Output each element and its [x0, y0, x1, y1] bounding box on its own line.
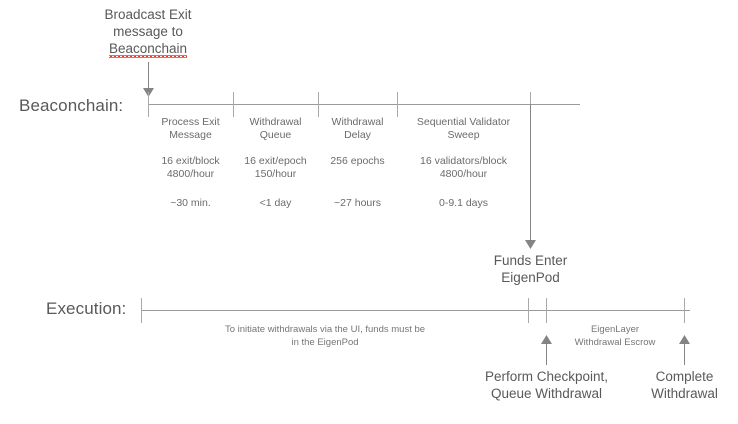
- broadcast-arrow-shaft: [148, 62, 149, 91]
- phase-3-duration: 0-9.1 days: [438, 197, 489, 209]
- funds-enter-arrow-shaft: [530, 104, 531, 244]
- complete-withdrawal-line2: Withdrawal: [651, 386, 718, 401]
- phase-2-rate-line1: 256 epochs: [330, 155, 385, 167]
- execution-row-label: Execution:: [46, 299, 127, 318]
- execution-tick-checkpoint-b: [546, 298, 547, 323]
- phase-1-title-line1: Withdrawal: [249, 116, 302, 128]
- execution-tick-complete: [684, 298, 685, 323]
- complete-arrow-head: [679, 335, 690, 344]
- broadcast-exit-note: Broadcast Exit message to Beaconchain: [88, 6, 208, 57]
- phase-0-rate-line1: 16 exit/block: [161, 155, 220, 167]
- broadcast-exit-line3: Beaconchain: [108, 41, 188, 56]
- phase-0-rate-line2: 4800/hour: [166, 168, 215, 180]
- phase-2-title-line2: Delay: [344, 129, 371, 141]
- phase-1-duration: <1 day: [259, 197, 292, 209]
- beaconchain-axis: [148, 104, 580, 105]
- funds-enter-line2: EigenPod: [501, 270, 560, 285]
- phase-2-duration: ~27 hours: [334, 197, 381, 209]
- execution-ui-note-line1: To initiate withdrawals via the UI, fund…: [224, 324, 426, 335]
- execution-tick-checkpoint-a: [528, 298, 529, 323]
- beaconchain-tick-3: [397, 92, 398, 117]
- funds-enter-arrow-head: [525, 240, 536, 249]
- phase-2-title-line1: Withdrawal: [331, 116, 384, 128]
- perform-checkpoint-line1: Perform Checkpoint,: [484, 369, 609, 384]
- funds-enter-eigenpod-label: Funds Enter EigenPod: [460, 252, 601, 286]
- funds-enter-line1: Funds Enter: [493, 253, 568, 268]
- beaconchain-tick-0: [148, 92, 149, 117]
- phase-0-duration: ~30 min.: [170, 197, 211, 209]
- beaconchain-row-label: Beaconchain:: [19, 96, 124, 115]
- complete-arrow-shaft: [684, 343, 685, 365]
- withdrawal-escrow-line1: EigenLayer: [590, 324, 640, 335]
- checkpoint-arrow-shaft: [546, 343, 547, 365]
- complete-withdrawal-line1: Complete: [655, 369, 714, 384]
- phase-1-title-line2: Queue: [259, 129, 292, 141]
- phase-2-rate: 256 epochs: [318, 155, 397, 168]
- phase-0-title-line2: Message: [169, 129, 212, 141]
- phase-3-rate-line2: 4800/hour: [439, 168, 488, 180]
- broadcast-exit-line2: message to: [113, 24, 183, 39]
- phase-0-rate: 16 exit/block 4800/hour: [148, 155, 233, 181]
- phase-1-rate-line2: 150/hour: [254, 168, 297, 180]
- withdrawal-escrow-line2: Withdrawal Escrow: [574, 336, 656, 348]
- execution-ui-note: To initiate withdrawals via the UI, fund…: [180, 324, 470, 349]
- execution-tick-start: [141, 298, 142, 323]
- phase-1-title: Withdrawal Queue: [233, 116, 318, 142]
- withdrawal-escrow-note: EigenLayer Withdrawal Escrow: [555, 324, 675, 349]
- phase-1-rate: 16 exit/epoch 150/hour: [233, 155, 318, 181]
- phase-3-title-line1: Sequential Validator: [416, 116, 511, 128]
- phase-2-title: Withdrawal Delay: [318, 116, 397, 142]
- execution-ui-note-line2: in the EigenPod: [291, 336, 359, 348]
- phase-3-rate: 16 validators/block 4800/hour: [397, 155, 530, 181]
- perform-checkpoint-line2: Queue Withdrawal: [490, 386, 603, 401]
- beaconchain-tick-1: [233, 92, 234, 117]
- complete-withdrawal-label: Complete Withdrawal: [639, 368, 730, 402]
- checkpoint-arrow-head: [541, 335, 552, 344]
- phase-3-title: Sequential Validator Sweep: [397, 116, 530, 142]
- phase-0-title-line1: Process Exit: [161, 116, 220, 128]
- phase-0-title: Process Exit Message: [148, 116, 233, 142]
- phase-3-rate-line1: 16 validators/block: [420, 155, 507, 167]
- broadcast-exit-line1: Broadcast Exit: [104, 7, 192, 22]
- beaconchain-tick-2: [318, 92, 319, 117]
- perform-checkpoint-label: Perform Checkpoint, Queue Withdrawal: [471, 368, 622, 402]
- execution-axis: [141, 310, 690, 311]
- phase-1-rate-line1: 16 exit/epoch: [244, 155, 307, 167]
- phase-3-title-line2: Sweep: [447, 129, 480, 141]
